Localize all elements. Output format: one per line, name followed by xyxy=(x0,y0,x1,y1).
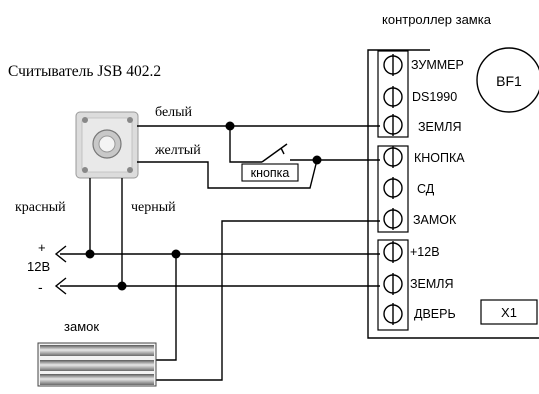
terminal-label-knopka: КНОПКА xyxy=(414,151,465,165)
screw-knopka xyxy=(383,146,403,168)
terminal-block-1 xyxy=(377,50,409,138)
arrow-minus-icon xyxy=(54,277,67,295)
reader-contact-center xyxy=(98,135,116,153)
screw-zummer xyxy=(383,54,403,76)
lock-label: замок xyxy=(64,319,99,334)
controller-title: контроллер замка xyxy=(382,12,492,27)
reader-screw-tl xyxy=(82,117,88,123)
reader-device xyxy=(75,111,139,179)
reader-screw-bl xyxy=(82,167,88,173)
terminal-label-zamok: ЗАМОК xyxy=(413,213,457,227)
power-voltage-label: 12В xyxy=(27,259,50,274)
power-input: + 12В - xyxy=(27,240,67,295)
screw-zemlya-1 xyxy=(383,114,403,136)
buzzer-label: BF1 xyxy=(496,73,522,89)
junction-white xyxy=(225,121,235,131)
button-label-box: кнопка xyxy=(241,163,299,182)
terminal-label-sd: СД xyxy=(417,182,435,196)
terminal-label-plus12: +12В xyxy=(410,245,440,259)
junction-dots xyxy=(85,121,322,291)
connector-x1-label: X1 xyxy=(501,305,517,320)
button-label: кнопка xyxy=(251,166,290,180)
wire-label-red: красный xyxy=(15,200,66,215)
screw-ds1990 xyxy=(383,86,403,108)
reader-screw-tr xyxy=(127,117,133,123)
screw-dver xyxy=(383,303,403,325)
lock-device xyxy=(37,342,157,387)
wire-label-yellow: желтый xyxy=(154,143,201,158)
arrow-plus-icon xyxy=(54,245,67,263)
terminal-block-3 xyxy=(377,239,409,331)
junction-knopka xyxy=(312,155,322,165)
power-minus-label: - xyxy=(38,279,43,295)
reader-screw-br xyxy=(127,167,133,173)
controller-block: BF1 X1 xyxy=(367,47,539,339)
junction-plus12-red xyxy=(85,249,95,259)
junction-plus12-lock xyxy=(171,249,181,259)
terminal-label-zemlya-1: ЗЕМЛЯ xyxy=(418,120,462,134)
wires xyxy=(60,125,380,381)
terminal-label-ds1990: DS1990 xyxy=(412,90,457,104)
terminal-screws xyxy=(383,54,403,325)
power-plus-label: + xyxy=(38,240,46,255)
terminal-label-dver: ДВЕРЬ xyxy=(414,307,456,321)
wire-label-white: белый xyxy=(155,105,193,120)
screw-zamok xyxy=(383,208,403,230)
terminal-labels: ЗУММЕР DS1990 ЗЕМЛЯ КНОПКА СД ЗАМОК +12В… xyxy=(410,58,465,321)
screw-zemlya-2 xyxy=(383,273,403,295)
screw-plus12 xyxy=(383,241,403,263)
junction-gnd-black xyxy=(117,281,127,291)
screw-sd xyxy=(383,177,403,199)
wire-label-black: черный xyxy=(131,200,176,215)
terminal-label-zummer: ЗУММЕР xyxy=(411,58,464,72)
connector-x1 xyxy=(480,299,538,325)
reader-title: Считыватель JSB 402.2 xyxy=(8,63,161,80)
buzzer-circle xyxy=(476,47,539,113)
terminal-label-zemlya-2: ЗЕМЛЯ xyxy=(410,277,454,291)
